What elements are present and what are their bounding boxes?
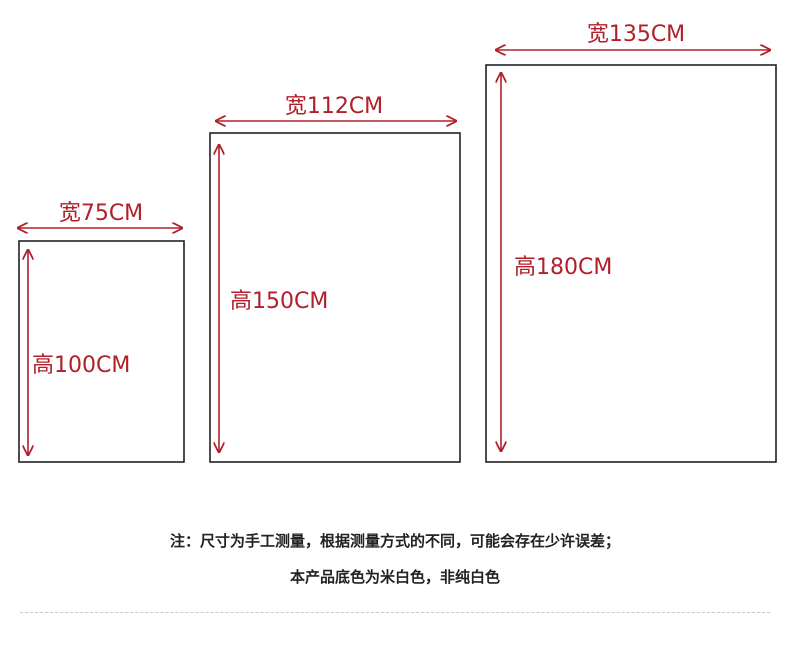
height-label: 高100CM [32,353,130,378]
panel-frame [18,240,185,463]
panel-112x150: 宽112CM 高150CM [209,94,461,463]
panel-frame [209,132,461,463]
panel-frame [485,64,777,463]
dashed-divider [20,612,770,613]
measurement-note: 注：尺寸为手工测量，根据测量方式的不同，可能会存在少许误差； [169,532,620,550]
width-label: 宽75CM [59,201,143,226]
width-label: 宽112CM [285,94,383,119]
width-label: 宽135CM [587,22,685,47]
panel-75x100: 宽75CM 高100CM [18,201,185,463]
height-label: 高180CM [514,255,612,280]
color-note: 本产品底色为米白色，非纯白色 [289,568,500,586]
height-label: 高150CM [230,289,328,314]
panel-135x180: 宽135CM 高180CM [485,22,777,463]
